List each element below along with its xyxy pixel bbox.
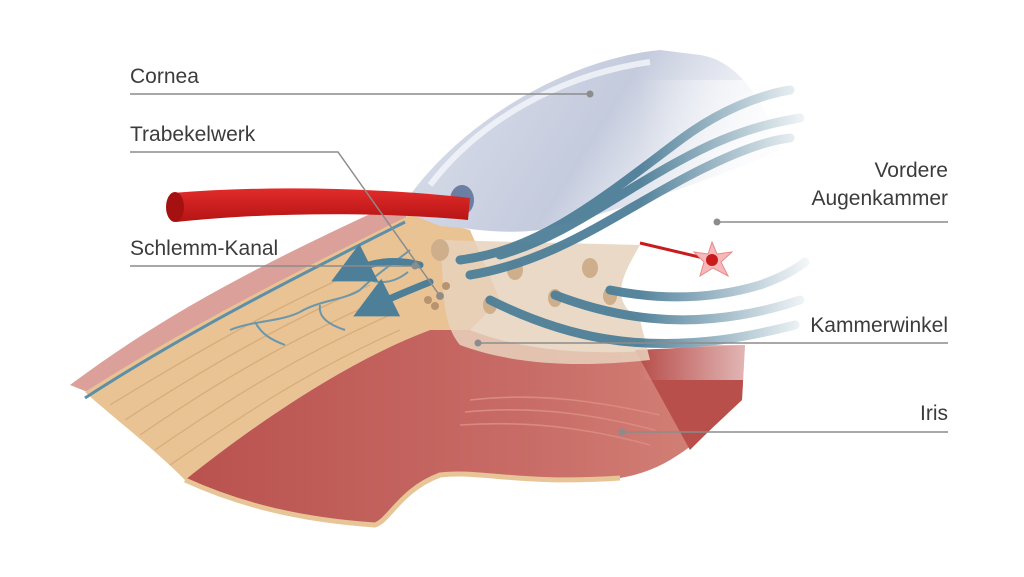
label-vordere-augenkammer-line2: Augenkammer — [811, 187, 948, 210]
label-vordere-augenkammer-line1: Vordere — [874, 159, 948, 182]
cornea-highlight — [427, 59, 651, 187]
leader-lines — [130, 93, 948, 433]
trabekelwerk-leader — [130, 151, 441, 297]
leader-dots — [411, 90, 721, 436]
label-trabekelwerk: Trabekelwerk — [130, 123, 256, 146]
iris-base-edge — [183, 471, 621, 528]
outer-sclera-layer — [70, 200, 410, 395]
flow-fade-overlay — [640, 80, 820, 380]
blood-vessel-opening — [166, 192, 184, 222]
label-iris: Iris — [920, 402, 948, 425]
sclera-stripes — [109, 269, 401, 466]
label-schlemm-kanal: Schlemm-Kanal — [130, 237, 279, 260]
iris-body — [185, 330, 745, 525]
scleral-vessel-line — [84, 220, 406, 400]
iris-fibers — [459, 396, 661, 446]
blood-vessel — [172, 188, 470, 222]
red-star-marker — [692, 240, 734, 278]
label-kammerwinkel: Kammerwinkel — [810, 314, 948, 337]
label-cornea: Cornea — [130, 65, 199, 88]
